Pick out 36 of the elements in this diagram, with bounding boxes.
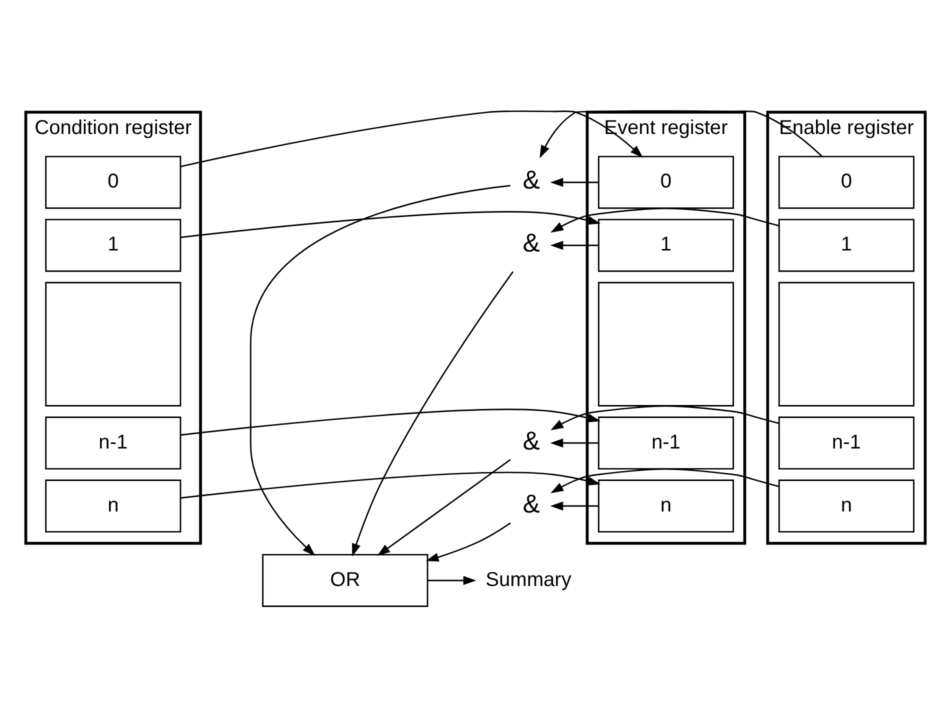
arrow — [426, 522, 511, 562]
arrow — [550, 501, 599, 510]
node-box — [45, 281, 182, 406]
node-text: & — [522, 426, 540, 455]
arrow — [250, 184, 510, 556]
arrow — [352, 270, 514, 556]
node-box: 0 — [778, 155, 914, 208]
node-box: n-1 — [778, 416, 914, 469]
node-text: Summary — [486, 568, 572, 590]
node-box: 1 — [45, 218, 182, 272]
arrow — [550, 240, 599, 250]
arrow — [377, 458, 511, 556]
arrow — [180, 471, 601, 498]
arrow — [180, 210, 601, 238]
arrow — [550, 207, 780, 232]
node-box: n-1 — [45, 416, 182, 469]
node-box: n — [598, 479, 734, 532]
arrow — [180, 408, 601, 436]
arrow — [550, 177, 599, 186]
node-box — [598, 281, 734, 406]
arrow — [540, 110, 822, 158]
node-box: 1 — [598, 218, 734, 272]
node-box: n — [778, 479, 914, 532]
arrow — [428, 575, 476, 584]
node-box: 1 — [778, 218, 914, 272]
arrow — [550, 438, 599, 448]
node-text: & — [522, 490, 540, 518]
node-box: n-1 — [598, 416, 734, 469]
node-text: & — [522, 166, 540, 194]
node-box: 0 — [598, 155, 734, 208]
node-text: & — [522, 229, 540, 258]
arrow — [180, 110, 644, 167]
node-box: n — [45, 479, 182, 532]
node-box: 0 — [45, 155, 182, 208]
node-box: OR — [262, 554, 428, 606]
node-box — [778, 281, 914, 406]
